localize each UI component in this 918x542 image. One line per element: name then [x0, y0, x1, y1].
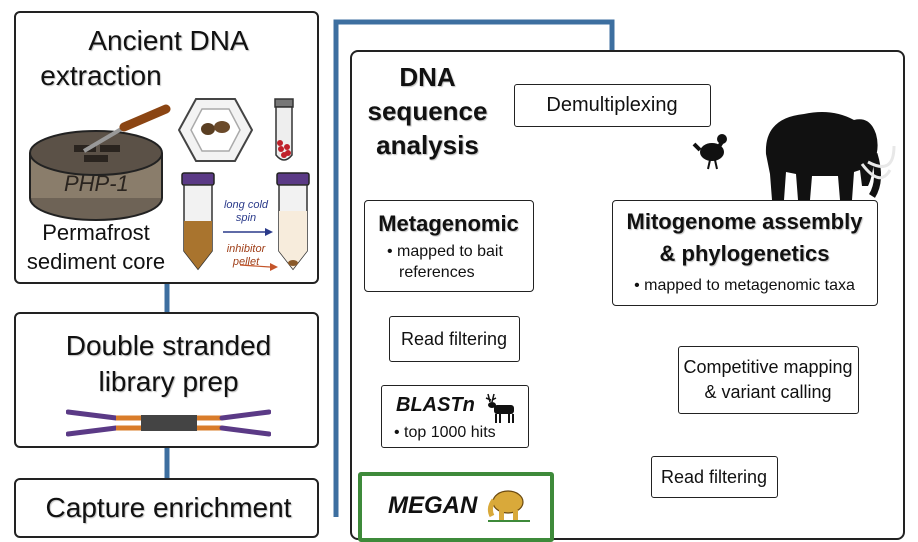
- blast-title: BLASTn: [396, 394, 475, 416]
- pellet-label-1: inhibitor: [226, 243, 266, 255]
- blast-box: BLASTn • top 1000 hits: [381, 385, 529, 448]
- core-label: PHP-1: [64, 171, 129, 196]
- read-filtering-left-label: Read filtering: [400, 329, 508, 349]
- spin-arrow-icon: [223, 228, 273, 236]
- analysis-title-3: analysis: [376, 130, 479, 160]
- mitogenome-title-2: & phylogenetics: [659, 241, 830, 266]
- analysis-title-2: sequence: [367, 96, 488, 126]
- core-caption-2: sediment core: [26, 249, 166, 274]
- mitogenome-note: • mapped to metagenomic taxa: [634, 277, 855, 294]
- spin-label-2: spin: [235, 212, 257, 224]
- reindeer-icon: [485, 393, 514, 423]
- dna-fragment-icon: [66, 409, 271, 437]
- blast-note: • top 1000 hits: [394, 424, 496, 441]
- metagenomic-title: Metagenomic: [378, 211, 519, 236]
- demultiplexing-label: Demultiplexing: [546, 94, 678, 116]
- pellet-label-2: pellet: [232, 256, 260, 268]
- competitive-mapping-1: Competitive mapping: [683, 357, 853, 377]
- read-filtering-left-box: Read filtering: [389, 316, 520, 362]
- read-filtering-right-box: Read filtering: [651, 456, 778, 498]
- capture-title: Capture enrichment: [45, 492, 292, 523]
- core-caption-1: Permafrost: [42, 220, 150, 245]
- library-prep-panel: Double stranded library prep: [14, 312, 319, 448]
- competitive-mapping-box: Competitive mapping & variant calling: [678, 346, 859, 414]
- mitogenome-box: Mitogenome assembly & phylogenetics • ma…: [612, 200, 878, 306]
- permafrost-core-icon: [29, 104, 171, 221]
- metagenomic-note-1: • mapped to bait: [387, 243, 503, 260]
- analysis-title-1: DNA: [399, 62, 456, 92]
- competitive-mapping-2: & variant calling: [704, 382, 832, 402]
- mitogenome-title-1: Mitogenome assembly: [626, 209, 863, 234]
- library-prep-title-1: Double stranded: [65, 330, 272, 361]
- library-prep-title-2: library prep: [98, 366, 239, 397]
- spin-label-1: long cold: [223, 199, 269, 211]
- capture-enrichment-panel: Capture enrichment: [14, 478, 319, 538]
- extraction-panel: Ancient DNA extraction PHP-1 Permafrost …: [14, 11, 319, 284]
- extraction-title-1: Ancient DNA: [88, 25, 249, 56]
- tube-before-icon: [181, 172, 215, 271]
- metagenomic-box: Metagenomic • mapped to bait references: [364, 200, 534, 292]
- tube-after-icon: [276, 172, 310, 271]
- bird-icon: [692, 134, 727, 170]
- sample-dish-icon: [178, 98, 253, 162]
- pellet-arrow-icon: [239, 263, 278, 271]
- mammoth-icon: [765, 112, 896, 200]
- megan-box: MEGAN: [358, 472, 554, 542]
- read-filtering-right-label: Read filtering: [660, 467, 768, 487]
- metagenomic-note-2: references: [399, 264, 475, 281]
- extraction-title-2: extraction: [40, 60, 162, 91]
- megan-title: MEGAN: [388, 492, 478, 519]
- demultiplexing-box: Demultiplexing: [514, 84, 711, 127]
- bead-tube-icon: [274, 98, 294, 161]
